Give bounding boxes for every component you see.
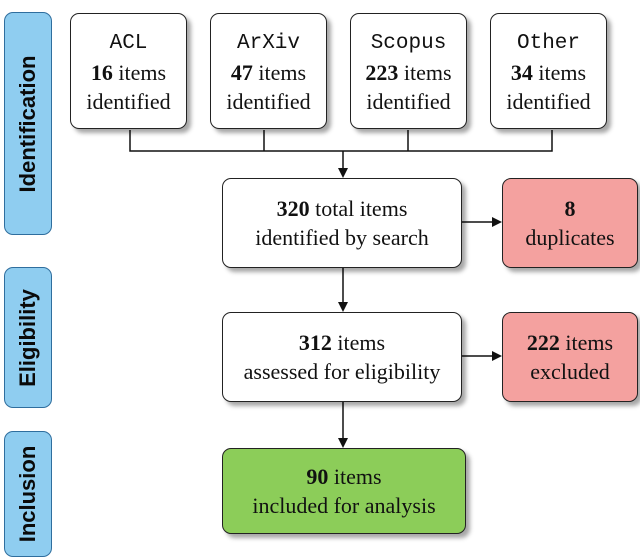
stage-eligibility: Eligibility <box>4 267 52 408</box>
assessed-count: 312 <box>298 330 332 355</box>
included-label: items <box>328 464 382 489</box>
total-count: 320 <box>276 196 310 221</box>
assessed-label: items <box>331 330 386 355</box>
total-identified-box: 320 total items identified by search <box>222 178 462 268</box>
total-label: total items <box>309 196 408 221</box>
source-count-unit: items <box>398 60 452 85</box>
assessed-box: 312 items assessed for eligibility <box>222 312 462 402</box>
excluded-count: 222 <box>526 330 560 355</box>
source-count-suffix: identified <box>86 89 171 114</box>
duplicates-label: duplicates <box>525 225 615 250</box>
source-name: ArXiv <box>236 32 300 55</box>
stage-inclusion: Inclusion <box>4 431 52 557</box>
stage-identification: Identification <box>4 12 52 235</box>
excluded-label: items <box>559 330 614 355</box>
included-count: 90 <box>306 464 329 489</box>
stage-identification-label: Identification <box>15 55 40 192</box>
stage-eligibility-label: Eligibility <box>15 288 40 387</box>
duplicates-box: 8 duplicates <box>502 178 638 268</box>
source-count: 34 <box>510 60 533 85</box>
assessed-label-2: assessed for eligibility <box>243 359 441 384</box>
source-count-suffix: identified <box>366 89 451 114</box>
included-box: 90 items included for analysis <box>222 448 466 534</box>
source-count-unit: items <box>252 60 307 85</box>
source-box-other: Other 34 items identified <box>490 13 607 129</box>
source-count: 47 <box>230 60 253 85</box>
stage-inclusion-label: Inclusion <box>15 445 40 543</box>
source-box-acl: ACL 16 items identified <box>70 13 187 129</box>
source-count-unit: items <box>112 60 167 85</box>
excluded-label-2: excluded <box>530 359 610 384</box>
source-count-suffix: identified <box>506 89 591 114</box>
total-label-2: identified by search <box>255 225 429 250</box>
merge-line-other <box>343 130 553 152</box>
source-name: Scopus <box>370 32 447 55</box>
source-name: ACL <box>109 32 148 55</box>
source-name: Other <box>516 32 580 55</box>
source-count: 16 <box>90 60 113 85</box>
source-count-suffix: identified <box>226 89 311 114</box>
excluded-box: 222 items excluded <box>502 312 638 402</box>
included-label-2: included for analysis <box>252 493 436 518</box>
source-box-arxiv: ArXiv 47 items identified <box>210 13 327 129</box>
duplicates-count: 8 <box>564 196 576 221</box>
merge-line-acl <box>129 130 343 152</box>
source-count-unit: items <box>532 60 587 85</box>
source-count: 223 <box>365 60 399 85</box>
source-box-scopus: Scopus 223 items identified <box>350 13 467 129</box>
